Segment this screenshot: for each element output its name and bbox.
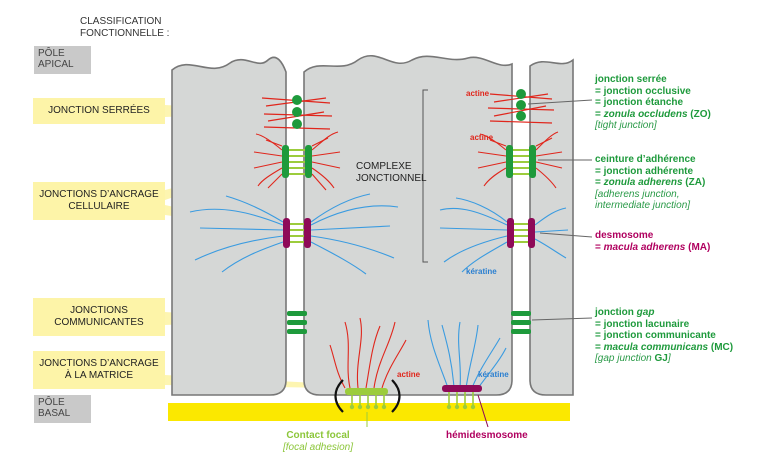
cell-left	[171, 56, 287, 396]
label-jonction-serrees: JONCTION SERRÉES	[33, 98, 165, 124]
basal-lamina	[168, 403, 570, 421]
label-jonctions-ancrage-matrice: JONCTIONS D’ANCRAGE À LA MATRICE	[33, 351, 165, 389]
label-keratine-hemidesmosome: kératine	[478, 370, 509, 379]
label-contact-focal: Contact focal [focal adhesion]	[282, 430, 354, 453]
desc-jonction-serree: jonction serrée = jonction occlusive = j…	[595, 74, 711, 131]
desmosome-right	[439, 197, 569, 273]
desc-jonction-gap: jonction gap = jonction lacunaire = jonc…	[595, 307, 734, 364]
adherens-junction-left	[253, 131, 341, 191]
label-hemidesmosome: hémidesmosome	[446, 430, 528, 441]
complexe-bracket	[422, 89, 428, 263]
label-keratine-desmosome: kératine	[466, 267, 497, 276]
label-actine-adherens: actine	[470, 133, 494, 142]
label-jonctions-communicantes: JONCTIONS COMMUNICANTES	[33, 298, 165, 336]
tight-junction-left	[261, 95, 333, 130]
label-actine-tight: actine	[466, 89, 490, 98]
gap-junction-left	[287, 311, 307, 334]
hemidesmosome	[427, 319, 507, 428]
pole-basal: PÔLE BASAL	[34, 395, 91, 423]
desmosome-left	[189, 193, 399, 275]
leader-lines	[527, 99, 593, 321]
cell-middle	[303, 54, 513, 396]
focal-contact	[329, 317, 407, 427]
adherens-junction-right	[477, 131, 563, 189]
label-actine-focal: actine	[397, 370, 421, 379]
gap-junction-right	[511, 311, 531, 334]
desc-ceinture-adherence: ceinture d’adhérence = jonction adhérent…	[595, 154, 706, 211]
classification-title: CLASSIFICATION FONCTIONNELLE :	[80, 16, 170, 39]
pole-apical: PÔLE APICAL	[34, 46, 91, 74]
tight-junction-right	[487, 89, 555, 124]
label-jonctions-ancrage-cellulaire: JONCTIONS D’ANCRAGE CELLULAIRE	[33, 182, 165, 220]
desc-desmosome: desmosome = macula adherens (MA)	[595, 230, 711, 253]
label-complexe-jonctionnel: COMPLEXE JONCTIONNEL	[356, 161, 427, 184]
